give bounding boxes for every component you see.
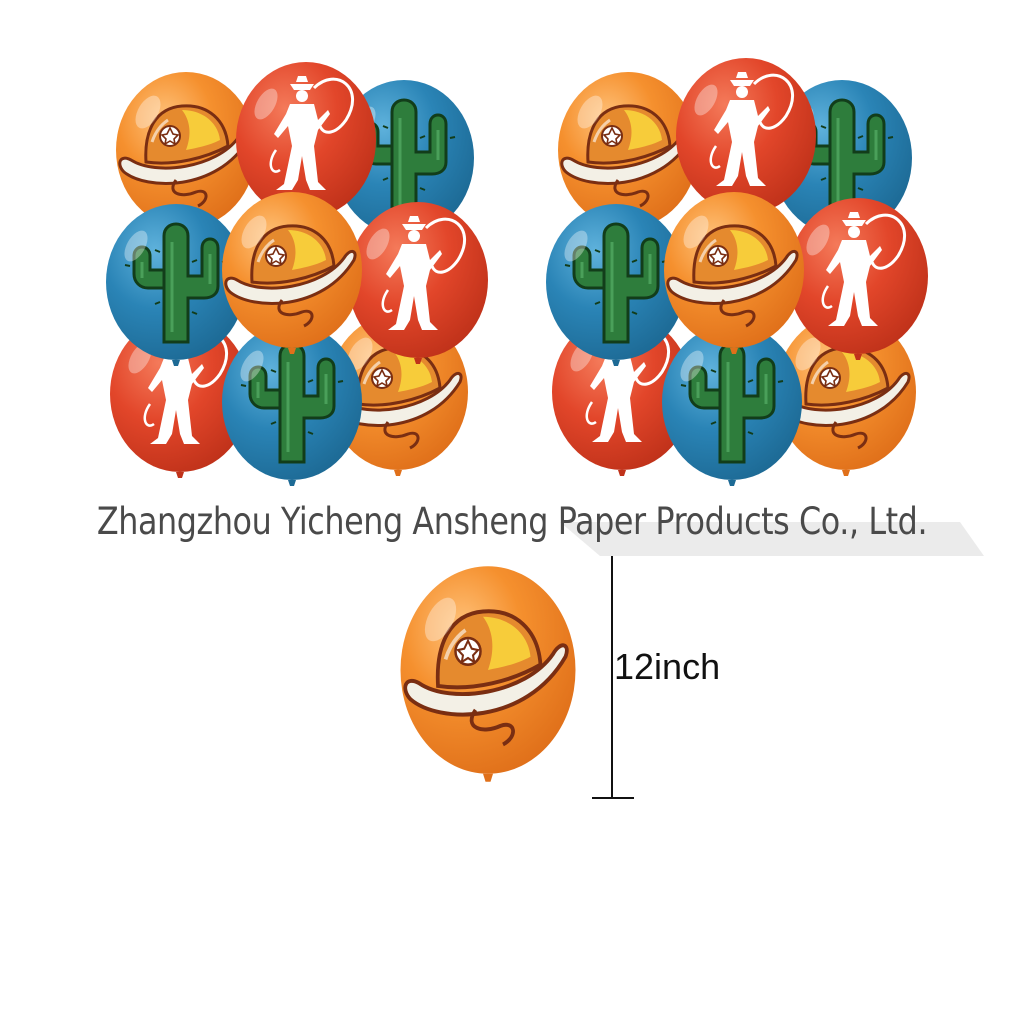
balloon-cluster-left <box>106 62 488 486</box>
size-label: 12inch <box>614 646 721 687</box>
single-balloon <box>401 566 576 781</box>
size-marker <box>592 556 634 799</box>
watermark-text: Zhangzhou Yicheng Ansheng Paper Products… <box>96 500 928 543</box>
balloon-cluster-right <box>546 58 928 486</box>
